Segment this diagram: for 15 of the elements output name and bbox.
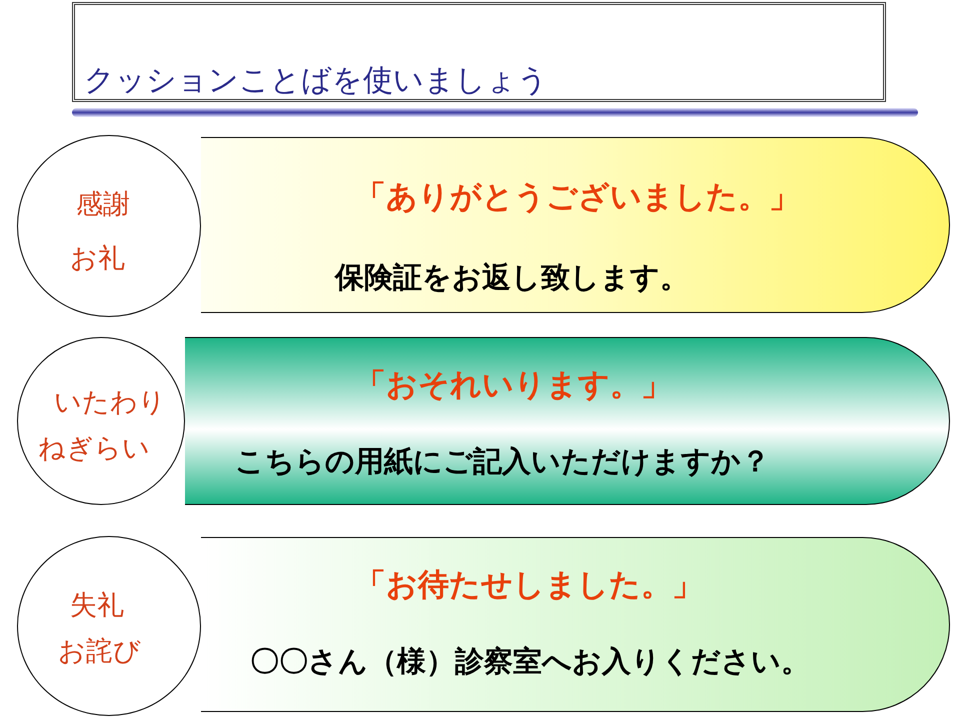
category-label: ねぎらい	[38, 432, 150, 466]
phrase-band	[201, 137, 950, 313]
example-sentence: 〇〇さん（様）診察室へお入りください。	[250, 643, 810, 680]
cushion-phrase: 「お待たせしました。」	[355, 566, 703, 605]
category-label: 感謝	[76, 188, 130, 222]
example-sentence: 保険証をお返し致します。	[335, 259, 689, 296]
title: クッションことばを使いましょう	[84, 62, 548, 100]
category-label: お礼	[70, 242, 125, 276]
phrase-band	[185, 337, 950, 505]
category-label: お詫び	[58, 635, 141, 669]
category-label: 失礼	[70, 589, 124, 623]
category-label: いたわり	[54, 386, 166, 420]
cushion-phrase: 「おそれいります。」	[355, 366, 672, 405]
example-sentence: こちらの用紙にご記入いただけますか？	[235, 443, 770, 480]
cushion-phrase: 「ありがとうございました。」	[355, 178, 800, 217]
